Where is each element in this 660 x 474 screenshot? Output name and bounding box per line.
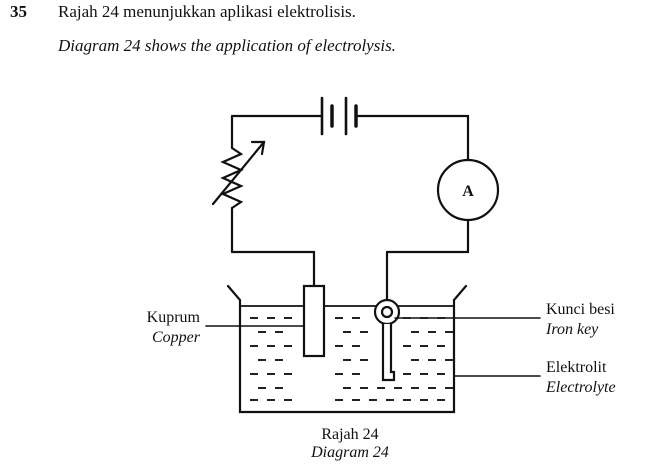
- ammeter-label: A: [462, 183, 474, 200]
- electrolyte-label-english: Electrolyte: [546, 379, 616, 396]
- question-text-english: Diagram 24 shows the application of elec…: [58, 36, 396, 55]
- ironkey-label-english: Iron key: [546, 321, 599, 338]
- copper-label: Kuprum Copper: [90, 308, 200, 348]
- beaker-icon: [226, 284, 468, 414]
- electrolyte-label: Elektrolit Electrolyte: [546, 358, 656, 398]
- copper-electrode: [302, 284, 326, 358]
- ironkey-label: Kunci besi Iron key: [546, 300, 656, 340]
- copper-label-malay: Kuprum: [146, 309, 200, 326]
- question-number: 35: [10, 2, 27, 21]
- question-text-malay: Rajah 24 menunjukkan aplikasi elektrolis…: [58, 2, 356, 21]
- caption-english: Diagram 24: [311, 444, 389, 461]
- copper-label-english: Copper: [152, 329, 200, 346]
- electrolyte-label-malay: Elektrolit: [546, 359, 607, 376]
- diagram-caption: Rajah 24 Diagram 24: [250, 426, 450, 462]
- battery-icon: [320, 96, 358, 136]
- rheostat-icon: [211, 140, 266, 210]
- electrolyte-liquid: [250, 317, 453, 401]
- ironkey-label-malay: Kunci besi: [546, 301, 615, 318]
- caption-malay: Rajah 24: [321, 426, 379, 443]
- iron-key-icon: [373, 298, 401, 382]
